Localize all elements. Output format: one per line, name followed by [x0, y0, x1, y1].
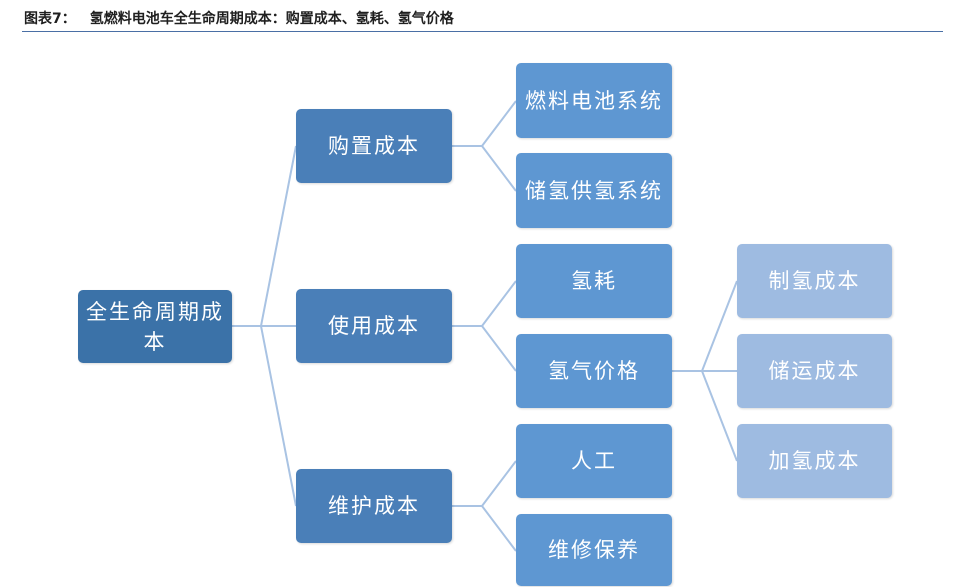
figure-title: 氢燃料电池车全生命周期成本：购置成本、氢耗、氢气价格	[89, 11, 454, 27]
node-hydrogen-consumption: 氢耗	[516, 244, 672, 318]
node-hydrogen-storage-system-label: 储氢供氢系统	[525, 178, 663, 203]
caption-divider	[22, 31, 943, 32]
node-fuel-cell-system: 燃料电池系统	[516, 63, 672, 138]
node-lifecycle-cost-label: 全生命周期成本	[86, 299, 224, 354]
node-hydrogen-storage-system: 储氢供氢系统	[516, 153, 672, 228]
figure-number: 图表7：	[24, 11, 76, 27]
node-usage-cost-label: 使用成本	[328, 314, 420, 338]
node-purchase-cost: 购置成本	[296, 109, 452, 183]
node-repair-upkeep: 维修保养	[516, 514, 672, 586]
node-hydrogen-consumption-label: 氢耗	[571, 269, 617, 293]
node-hydrogen-price: 氢气价格	[516, 334, 672, 408]
node-refueling-cost: 加氢成本	[737, 424, 892, 498]
node-labor-label: 人工	[571, 449, 617, 473]
node-hydrogen-price-label: 氢气价格	[548, 359, 640, 383]
connector-price-production	[672, 280, 738, 372]
node-labor: 人工	[516, 424, 672, 498]
node-production-cost-label: 制氢成本	[768, 269, 861, 293]
connector-root-maintenance	[232, 325, 297, 507]
figure-caption: 图表7： 氢燃料电池车全生命周期成本：购置成本、氢耗、氢气价格	[24, 8, 454, 28]
connector-root-purchase	[232, 145, 297, 327]
connector-usage-consumption	[452, 280, 517, 327]
connector-price-refueling	[672, 370, 738, 462]
node-fuel-cell-system-label: 燃料电池系统	[525, 88, 663, 113]
node-maintenance-cost: 维护成本	[296, 469, 452, 543]
connector-usage-price	[452, 325, 517, 372]
node-storage-transport-cost-label: 储运成本	[768, 359, 861, 383]
connector-purchase-fuel-cell	[452, 100, 517, 147]
node-production-cost: 制氢成本	[737, 244, 892, 318]
node-usage-cost: 使用成本	[296, 289, 452, 363]
connector-purchase-storage	[452, 145, 517, 192]
node-maintenance-cost-label: 维护成本	[328, 494, 420, 518]
node-storage-transport-cost: 储运成本	[737, 334, 892, 408]
node-lifecycle-cost: 全生命周期成本	[78, 290, 232, 363]
node-repair-upkeep-label: 维修保养	[548, 538, 640, 562]
connector-maintenance-labor	[452, 460, 517, 507]
connector-maintenance-repair	[452, 505, 517, 552]
node-purchase-cost-label: 购置成本	[328, 134, 420, 158]
node-refueling-cost-label: 加氢成本	[768, 449, 861, 473]
